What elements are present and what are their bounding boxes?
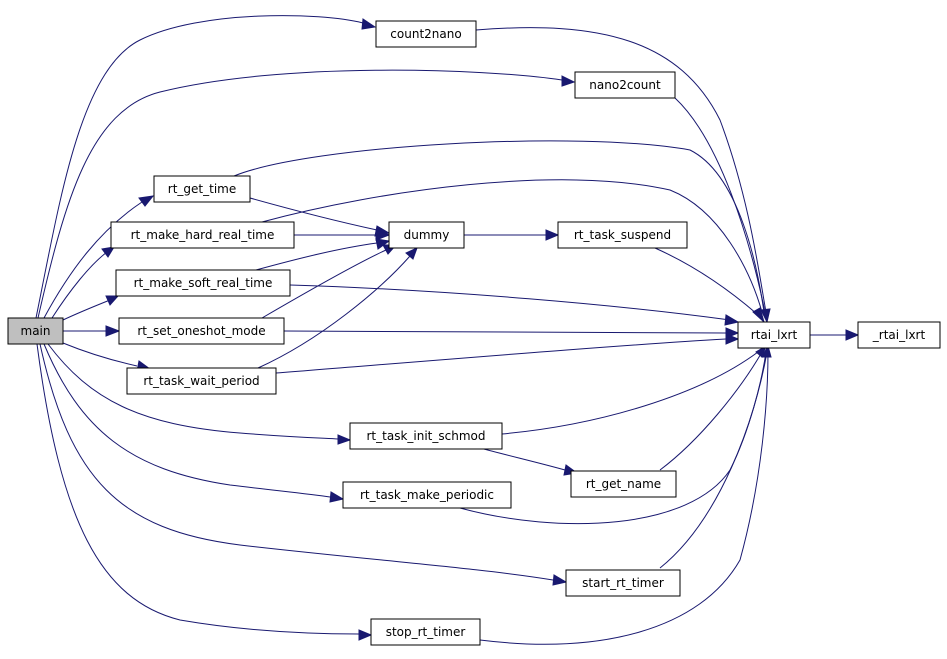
- arrow-start_timer: [552, 574, 568, 586]
- node-label: _rtai_lxrt: [872, 328, 926, 342]
- arrow-rtai-f: [755, 344, 767, 358]
- node-rt_get_time[interactable]: rt_get_time: [153, 175, 251, 203]
- edge-wait_period-rtai: [275, 338, 727, 374]
- edge-stop_timer-rtai: [479, 351, 769, 645]
- arrow-init_schmod: [337, 434, 352, 445]
- node-label: rt_get_name: [586, 477, 661, 491]
- node-stop_rt_timer[interactable]: stop_rt_timer: [370, 618, 481, 646]
- node-rt_make_soft_real_time[interactable]: rt_make_soft_real_time: [115, 269, 291, 297]
- node-label: start_rt_timer: [582, 576, 664, 590]
- edges: [35, 15, 846, 645]
- node-count2nano[interactable]: count2nano: [375, 20, 477, 48]
- arrow-rt_make_soft: [105, 295, 120, 306]
- arrow-rtai-g: [761, 344, 772, 358]
- edge-start_timer-rtai: [659, 351, 768, 569]
- edge-make_soft-rtai: [289, 284, 731, 321]
- edge-main-make_periodic: [43, 343, 331, 498]
- edge-main-rt_make_hard: [51, 251, 108, 319]
- node-rt_task_wait_period[interactable]: rt_task_wait_period: [126, 367, 277, 395]
- arrow-rt_make_hard: [101, 246, 115, 258]
- edge-init_schmod-rtai: [501, 351, 759, 435]
- node-main[interactable]: main: [7, 317, 64, 345]
- edge-wait_period-dummy: [257, 255, 411, 369]
- edge-main-wait_period: [62, 342, 138, 367]
- arrow-rtai-c: [724, 314, 740, 326]
- node-label: rt_task_suspend: [574, 228, 671, 242]
- node-rt_task_make_periodic[interactable]: rt_task_make_periodic: [342, 481, 512, 509]
- node-label: rt_task_init_schmod: [367, 429, 486, 443]
- arrow-dummy-2: [375, 229, 391, 241]
- arrow-rt_get_time: [138, 195, 155, 207]
- edge-nano2count-rtai: [674, 97, 766, 313]
- arrow-count2nano: [361, 18, 377, 30]
- node-_rtai_lxrt[interactable]: _rtai_lxrt: [857, 321, 941, 349]
- edge-get_time-rtai: [233, 140, 765, 313]
- edge-main-rt_make_soft: [62, 299, 111, 321]
- arrow-dummy-5: [405, 247, 418, 260]
- node-label: dummy: [404, 228, 450, 242]
- node-label: rt_set_oneshot_mode: [137, 324, 265, 338]
- node-label: rtai_lxrt: [751, 328, 798, 342]
- node-label: main: [21, 324, 51, 338]
- arrow-make_periodic: [329, 491, 345, 503]
- edge-main-count2nano: [35, 15, 364, 319]
- node-label: rt_task_make_periodic: [360, 488, 494, 502]
- nodes: main count2nano nano2count rt_get_time r…: [7, 20, 941, 646]
- node-label: stop_rt_timer: [386, 625, 466, 639]
- node-label: nano2count: [589, 78, 661, 92]
- arrow-_rtai: [845, 329, 860, 341]
- node-label: rt_make_soft_real_time: [134, 276, 273, 290]
- arrow-rtai-b: [752, 307, 765, 324]
- node-label: rt_task_wait_period: [143, 374, 259, 388]
- node-label: rt_get_time: [168, 182, 236, 196]
- edge-oneshot-rtai: [283, 330, 727, 334]
- arrow-suspend: [545, 229, 560, 241]
- edge-get_time-dummy: [249, 197, 378, 231]
- node-start_rt_timer[interactable]: start_rt_timer: [565, 569, 681, 597]
- edge-main-nano2count: [37, 69, 563, 319]
- edge-get_name-rtai: [659, 351, 763, 471]
- node-rtai_lxrt[interactable]: rtai_lxrt: [737, 321, 811, 349]
- edge-init_schmod-get_name: [479, 447, 566, 471]
- node-nano2count[interactable]: nano2count: [574, 71, 676, 99]
- edge-make_hard-rtai: [261, 179, 763, 313]
- arrow-nano2count: [561, 75, 576, 87]
- edge-main-rt_get_time: [43, 201, 143, 319]
- edge-main-init_schmod: [47, 343, 339, 440]
- edge-oneshot-dummy: [261, 249, 387, 319]
- arrow-rtai-e: [725, 333, 740, 345]
- node-rt_set_oneshot_mode[interactable]: rt_set_oneshot_mode: [118, 317, 285, 345]
- node-rt_get_name[interactable]: rt_get_name: [570, 470, 677, 498]
- node-rt_task_suspend[interactable]: rt_task_suspend: [557, 221, 688, 249]
- edge-main-stop_timer: [36, 343, 360, 635]
- edge-make_soft-dummy: [255, 242, 378, 271]
- node-rt_task_init_schmod[interactable]: rt_task_init_schmod: [349, 422, 503, 450]
- edge-count2nano-rtai: [475, 27, 767, 313]
- arrow-oneshot: [105, 325, 121, 337]
- edge-suspend-rtai: [654, 247, 758, 315]
- node-label: rt_make_hard_real_time: [131, 228, 275, 242]
- node-label: count2nano: [390, 27, 461, 41]
- node-dummy[interactable]: dummy: [388, 221, 465, 249]
- arrow-stop_timer: [358, 629, 373, 641]
- node-rt_make_hard_real_time[interactable]: rt_make_hard_real_time: [110, 221, 295, 249]
- arrow-rtai-a: [760, 308, 771, 324]
- edge-main-start_timer: [39, 343, 554, 581]
